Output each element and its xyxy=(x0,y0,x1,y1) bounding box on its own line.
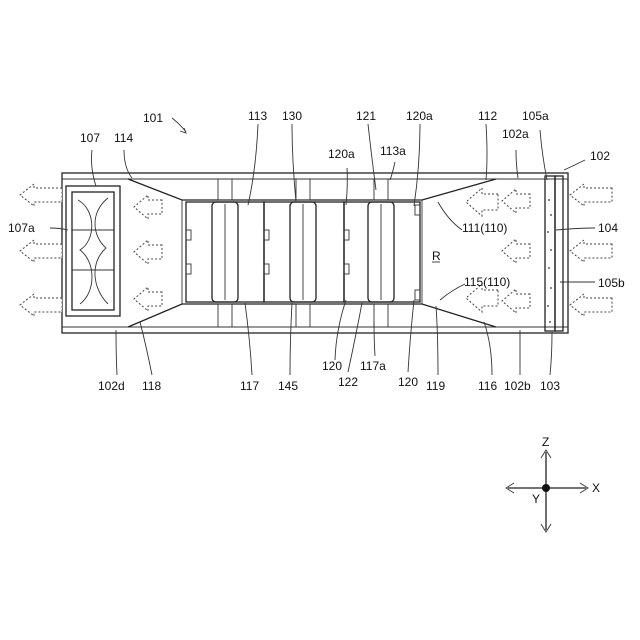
label-116: 116 xyxy=(478,379,497,393)
label-120a-top: 120a xyxy=(406,109,433,123)
label-104: 104 xyxy=(598,221,618,235)
label-102: 102 xyxy=(590,149,610,163)
filter-stack xyxy=(186,179,420,327)
label-113: 113 xyxy=(248,109,267,123)
outflow-arrows xyxy=(20,184,62,316)
label-120a-mid: 120a xyxy=(328,147,355,161)
label-102a: 102a xyxy=(502,127,529,141)
inner-left-arrows xyxy=(134,195,162,311)
label-118: 118 xyxy=(142,379,161,393)
label-r: R xyxy=(432,249,441,263)
label-120-bot: 120 xyxy=(398,375,418,389)
label-130: 130 xyxy=(282,109,302,123)
label-113a: 113a xyxy=(380,144,406,158)
y-axis-dot xyxy=(542,484,550,492)
label-111: 111(110) xyxy=(462,221,507,235)
label-119: 119 xyxy=(426,379,445,393)
label-105a: 105a xyxy=(522,109,549,123)
fan-unit xyxy=(66,186,120,316)
right-filter-panels xyxy=(545,176,563,331)
inflow-arrows xyxy=(570,184,612,316)
duct-walls xyxy=(128,179,496,327)
label-103: 103 xyxy=(540,379,560,393)
label-122: 122 xyxy=(338,375,358,389)
label-102b: 102b xyxy=(504,379,531,393)
axis-x-label: X xyxy=(592,481,600,495)
label-145: 145 xyxy=(278,379,298,393)
axis-y-label: Y xyxy=(532,492,540,506)
label-115: 115(110) xyxy=(464,275,510,289)
label-121: 121 xyxy=(356,109,376,123)
label-112: 112 xyxy=(478,109,497,123)
label-117: 117 xyxy=(240,379,259,393)
label-102d: 102d xyxy=(98,379,125,393)
label-117a: 117a xyxy=(360,359,386,373)
label-120-mid: 120 xyxy=(322,359,342,373)
inner-right-arrows xyxy=(466,188,530,313)
axis-z-label: Z xyxy=(542,435,549,449)
label-114: 114 xyxy=(114,131,133,145)
label-107: 107 xyxy=(80,131,100,145)
coordinate-axes: Z X Y xyxy=(506,435,600,532)
label-101: 101 xyxy=(143,111,163,125)
label-107a: 107a xyxy=(8,221,35,235)
label-105b: 105b xyxy=(598,276,625,290)
